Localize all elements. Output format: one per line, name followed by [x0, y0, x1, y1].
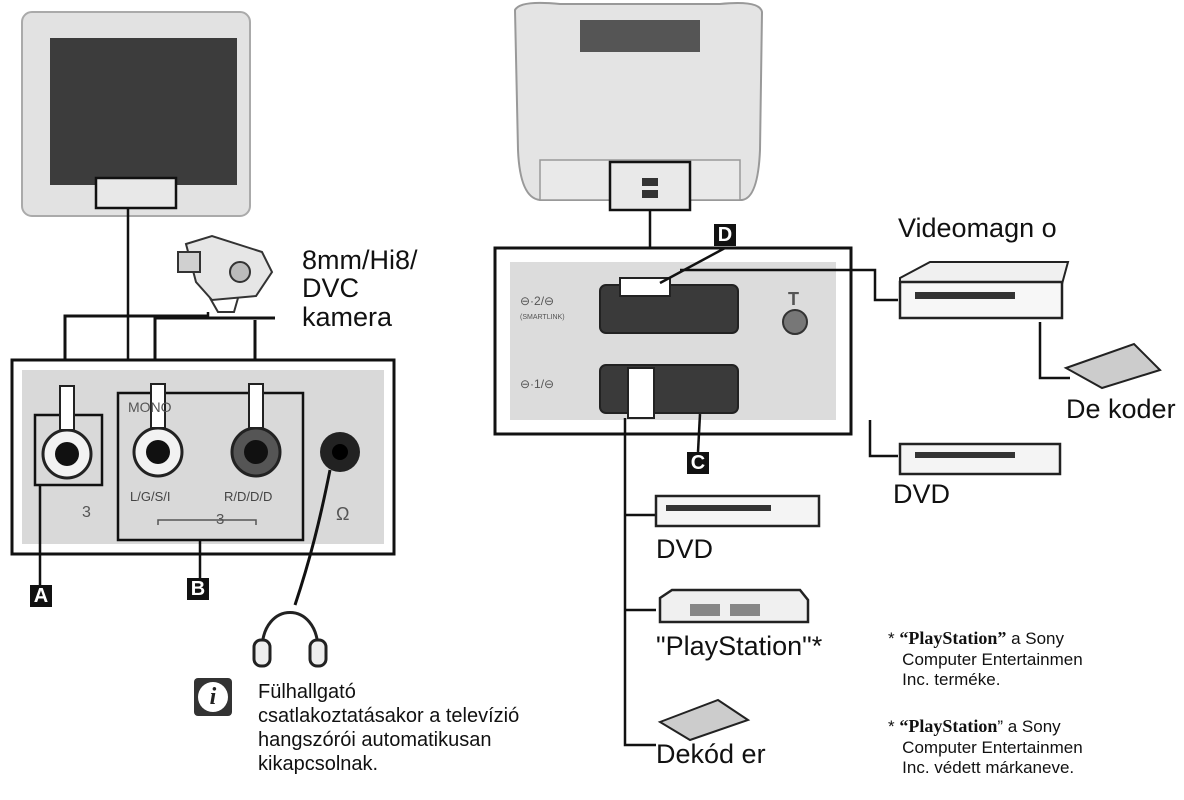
info-text: Fülhallgató csatlakoztatásakor a televíz…	[258, 681, 520, 775]
dvd-right-label: DVD	[893, 479, 951, 509]
mono-label: MONO	[128, 399, 172, 415]
info-icon: i	[194, 678, 232, 716]
input3-a-label: 3	[82, 504, 91, 521]
rear-scart-panel	[493, 246, 853, 436]
decoder-bottom-label: Dekód er	[656, 739, 766, 769]
decoder-right-label: De koder	[1066, 394, 1176, 424]
headphone-symbol: Ω	[336, 504, 350, 524]
camera-label: 8mm/Hi8/ DVC kamera	[302, 245, 418, 332]
decoder-right-icon	[1063, 342, 1162, 390]
scart2-sub-label: (SMARTLINK)	[520, 314, 565, 321]
tv-back	[513, 1, 764, 212]
jack-right-label: R/D/D/D	[224, 489, 273, 504]
decoder-bottom-icon	[657, 698, 751, 742]
front-av-panel	[10, 358, 396, 556]
badge-a: A	[30, 585, 52, 607]
footnote-1: * “PlayStation” a Sony Computer Entertai…	[888, 628, 1083, 689]
footnote-2: * “PlayStation” a Sony Computer Entertai…	[888, 716, 1083, 777]
scart1-label: ⊖·1/⊖	[520, 377, 555, 391]
dvd-right-icon	[898, 442, 1062, 476]
antenna-socket[interactable]	[782, 309, 808, 335]
vcr-icon	[898, 261, 1070, 320]
dvd-center-label: DVD	[656, 534, 714, 564]
badge-b: B	[187, 578, 209, 600]
playstation-label: "PlayStation"*	[656, 631, 823, 661]
jack-left-label: L/G/S/I	[130, 489, 171, 504]
antenna-symbol: Т	[788, 289, 799, 309]
scart2-label: ⊖·2/⊖	[520, 294, 555, 308]
tv-front	[21, 11, 251, 217]
scart-1-socket[interactable]	[599, 364, 739, 414]
headphones-icon	[252, 611, 328, 668]
playstation-icon	[658, 588, 810, 624]
input3-b-label: 3	[216, 511, 225, 528]
badge-c: C	[687, 452, 709, 474]
vcr-label: Videomagn o	[898, 213, 1057, 243]
camcorder-icon	[177, 234, 274, 313]
badge-d: D	[714, 224, 736, 246]
dvd-center-icon	[654, 494, 821, 528]
